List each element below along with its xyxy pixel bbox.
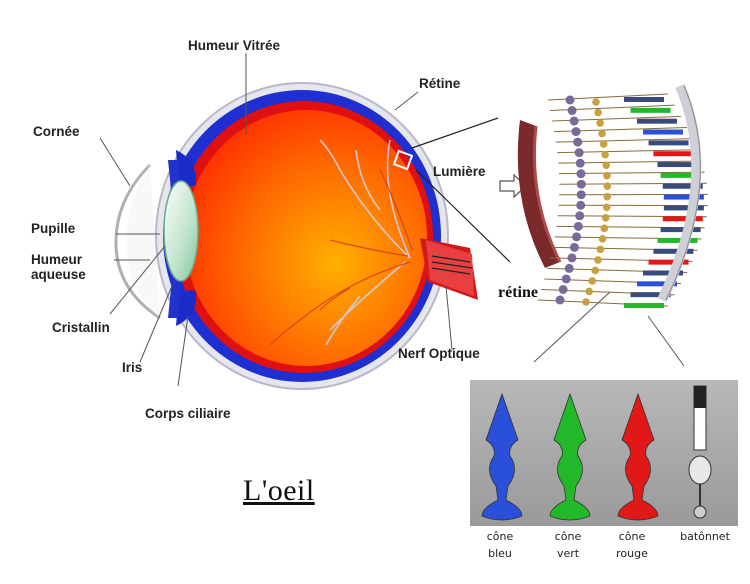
ganglion-cell [576, 190, 586, 200]
photoreceptor-segment [636, 118, 677, 124]
ganglion-cell [576, 179, 586, 189]
bipolar-cell [592, 98, 600, 106]
caption-cone-rouge: cône rouge [604, 528, 660, 562]
ganglion-cell [564, 263, 574, 273]
caption-line2: vert [556, 547, 580, 560]
rod-tip [694, 386, 706, 408]
photoreceptor-segment [663, 194, 704, 200]
bipolar-cell [588, 277, 597, 285]
bipolar-cell [598, 235, 607, 243]
photoreceptor-segment [662, 183, 703, 189]
label-humeur-aqueuse-line1: Humeur [31, 252, 83, 267]
label-nerf-optique: Nerf Optique [398, 346, 480, 361]
photoreceptor-segment [630, 107, 671, 113]
label-humeur-aqueuse-line2: aqueuse [31, 267, 86, 282]
retina-detail [517, 120, 562, 268]
bipolar-cell [599, 140, 608, 148]
page-title: L'oeil [243, 474, 315, 507]
cone-cell-shape [481, 392, 523, 521]
ganglion-cell [573, 221, 583, 231]
ganglion-cell [555, 295, 565, 305]
ganglion-cell [575, 158, 585, 168]
photoreceptor-segment [643, 270, 684, 276]
bipolar-cell [602, 161, 611, 169]
bipolar-cell [582, 298, 590, 306]
cornea [114, 163, 161, 320]
bipolar-cell [596, 245, 605, 254]
photoreceptor-segment [624, 97, 664, 102]
cone-cell-shape [617, 392, 659, 521]
photoreceptor-segment [657, 162, 698, 168]
label-iris: Iris [122, 360, 143, 375]
bipolar-cell [594, 256, 602, 264]
ganglion-cell [573, 137, 583, 147]
ganglion-cell [561, 274, 571, 284]
ganglion-cell [571, 127, 581, 137]
bipolar-cell [594, 108, 602, 117]
bipolar-cell [602, 203, 611, 212]
cone-cell-shape [549, 392, 591, 521]
ganglion-cell [558, 284, 568, 294]
photoreceptor-panel [470, 380, 738, 526]
label-lumiere: Lumière [433, 164, 486, 179]
caption-batonnet: batônnet [672, 528, 738, 545]
bipolar-cell [603, 182, 612, 191]
caption-line1: batônnet [680, 530, 730, 543]
photoreceptor-segment [630, 292, 671, 298]
label-humeur-aqueuse: Humeur aqueuse [31, 252, 86, 282]
bipolar-cell [601, 150, 609, 159]
ganglion-cell [572, 232, 582, 242]
label-cornee: Cornée [33, 124, 80, 139]
caption-cone-bleu: cône bleu [472, 528, 528, 562]
ganglion-cell [565, 95, 575, 105]
photoreceptor-segment [643, 129, 684, 135]
rod-body [688, 455, 712, 485]
caption-cone-vert: cône vert [540, 528, 596, 562]
vitreous-humor [185, 110, 427, 366]
bipolar-cell [591, 266, 599, 275]
photoreceptor-segment [663, 205, 704, 211]
ciliary-body [176, 150, 197, 187]
ganglion-cell [567, 106, 577, 116]
photoreceptor-segment [624, 303, 664, 308]
ganglion-cell [569, 116, 579, 126]
detail-marker [392, 149, 414, 171]
photoreceptor-segment [660, 227, 701, 233]
ganglion-cell [574, 148, 584, 158]
ganglion-cell [576, 200, 586, 210]
photoreceptor-segment [662, 216, 703, 222]
caption-line1: cône [554, 530, 582, 543]
ganglion-cell [569, 242, 579, 252]
bipolar-cell [596, 119, 604, 127]
bipolar-cell [603, 171, 611, 180]
caption-line1: cône [486, 530, 514, 543]
label-retine: Rétine [419, 76, 461, 91]
caption-line2: bleu [488, 547, 512, 560]
caption-line2: rouge [616, 547, 648, 560]
photoreceptor-segment [653, 248, 694, 254]
bipolar-cell [600, 224, 609, 233]
ganglion-cell [575, 211, 585, 221]
photoreceptor-segment [660, 172, 701, 178]
photoreceptor-segment [648, 140, 689, 146]
bipolar-cell [585, 287, 593, 296]
photoreceptor-segment [648, 259, 689, 265]
rod-foot [693, 505, 707, 519]
photoreceptor-segment [653, 151, 694, 157]
bipolar-cell [598, 129, 606, 138]
photoreceptor-segment [636, 281, 677, 287]
ganglion-cell [567, 253, 577, 263]
photoreceptor-segment [657, 237, 698, 243]
label-retine-detail: rétine [498, 284, 538, 301]
ganglion-cell [576, 169, 586, 179]
label-cristallin: Cristallin [52, 320, 110, 335]
label-corps-ciliaire: Corps ciliaire [145, 406, 231, 421]
caption-line1: cône [618, 530, 646, 543]
bipolar-cell [603, 192, 612, 201]
bipolar-cell [601, 213, 610, 222]
label-pupille: Pupille [31, 221, 76, 236]
label-humeur-vitree: Humeur Vitrée [188, 38, 281, 53]
lens [163, 180, 199, 282]
